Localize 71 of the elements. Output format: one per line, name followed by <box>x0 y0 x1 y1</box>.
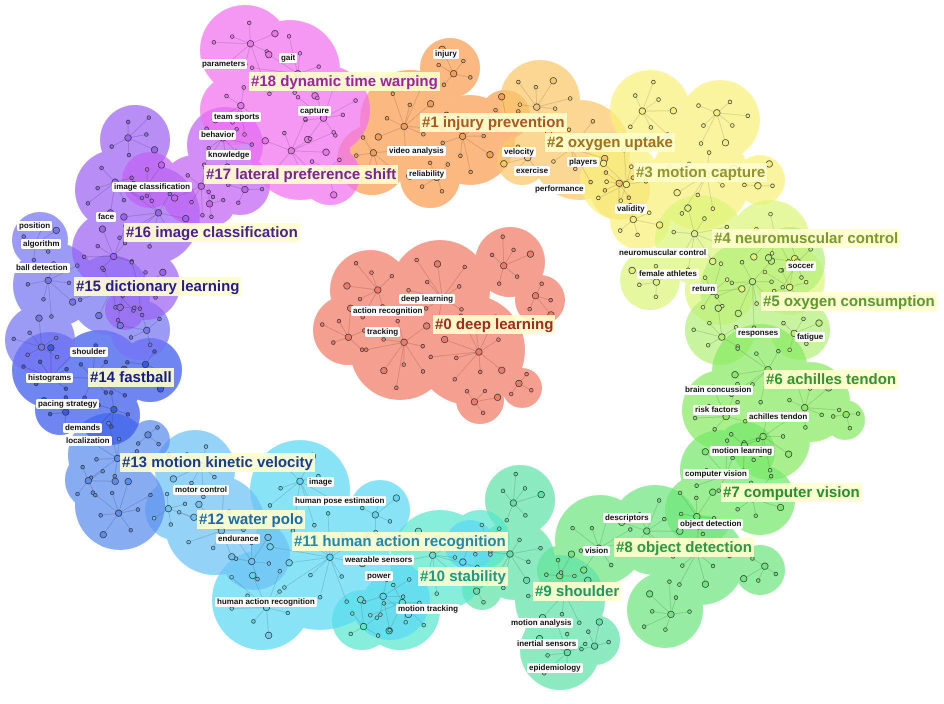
cluster-label: #16 image classification <box>124 223 300 242</box>
cluster-label: #8 object detection <box>614 538 754 557</box>
keyword-label: descriptors <box>603 513 651 523</box>
keyword-label: image classification <box>112 182 192 192</box>
keyword-label: wearable sensors <box>343 555 414 565</box>
keyword-label: achilles tendon <box>747 412 810 422</box>
keyword-label: brain concussion <box>683 385 754 395</box>
cluster-label: #6 achilles tendon <box>764 370 898 389</box>
keyword-label: fatigue <box>795 332 826 342</box>
keyword-label: players <box>567 157 600 167</box>
cluster-label: #5 oxygen consumption <box>761 292 937 311</box>
cluster-label: #10 stability <box>418 567 508 586</box>
keyword-label: face <box>96 212 116 222</box>
keyword-label: action recognition <box>351 306 424 316</box>
keyword-label: behavior <box>199 130 236 140</box>
keyword-label: motor control <box>173 485 229 495</box>
keyword-label: histograms <box>26 373 74 383</box>
keyword-label: human action recognition <box>215 597 317 607</box>
keyword-label: return <box>690 284 718 294</box>
keyword-label: inertial sensors <box>515 639 578 649</box>
keyword-label: soccer <box>786 261 816 271</box>
keyword-label: video analysis <box>387 146 446 156</box>
keyword-label: female athletes <box>637 269 699 279</box>
keyword-label: team sports <box>212 112 262 122</box>
keyword-label: motion analysis <box>509 618 574 628</box>
cluster-label: #2 oxygen uptake <box>545 133 675 152</box>
keyword-label: position <box>17 221 52 231</box>
keyword-label: epidemiology <box>527 663 583 673</box>
keyword-label: shoulder <box>70 347 108 357</box>
keyword-label: object detection <box>678 519 744 529</box>
keyword-label: gait <box>279 53 298 63</box>
keyword-label: computer vision <box>683 469 749 479</box>
keyword-label: power <box>365 571 393 581</box>
keyword-label: knowledge <box>206 150 252 160</box>
keyword-label: velocity <box>502 147 536 157</box>
keyword-label: tracking <box>365 327 400 337</box>
keyword-label: endurance <box>216 534 260 544</box>
keyword-label: deep learning <box>399 294 456 304</box>
cluster-label: #14 fastball <box>88 368 174 387</box>
keyword-label: ball detection <box>14 263 70 273</box>
keyword-label: performance <box>533 184 586 194</box>
keyword-label: capture <box>298 106 331 116</box>
cluster-label: #17 lateral preference shift <box>204 165 398 184</box>
keyword-label: pacing strategy <box>36 399 100 409</box>
cluster-label: #7 computer vision <box>721 483 862 502</box>
keyword-label: neuromuscular control <box>617 248 708 258</box>
keyword-label: responses <box>736 328 780 338</box>
keyword-label: motion tracking <box>396 604 460 614</box>
keyword-label: exercise <box>514 166 550 176</box>
keyword-label: validity <box>615 204 647 214</box>
cluster-label: #11 human action recognition <box>292 532 508 551</box>
keyword-label: vision <box>583 546 610 556</box>
keyword-label: reliability <box>407 169 446 179</box>
keyword-label: risk factors <box>693 405 740 415</box>
cluster-label: #18 dynamic time warping <box>249 72 440 91</box>
cluster-label: #3 motion capture <box>634 163 768 182</box>
cluster-label: #4 neuromuscular control <box>712 229 900 248</box>
keyword-label: demands <box>63 423 102 433</box>
cluster-label: #0 deep learning <box>433 315 556 334</box>
keyword-label: human pose estimation <box>293 496 386 506</box>
keyword-label: injury <box>433 49 459 59</box>
cluster-label: #1 injury prevention <box>420 113 567 132</box>
keyword-label: localization <box>64 436 112 446</box>
keyword-label: algorithm <box>21 239 62 249</box>
cluster-label: #12 water polo <box>197 510 306 529</box>
keyword-label: motion learning <box>710 446 774 456</box>
keyword-label: parameters <box>200 59 248 69</box>
cluster-label: #13 motion kinetic velocity <box>120 453 315 472</box>
keyword-label: image <box>307 477 334 487</box>
cluster-label: #9 shoulder <box>533 582 622 601</box>
cluster-label: #15 dictionary learning <box>74 277 242 296</box>
